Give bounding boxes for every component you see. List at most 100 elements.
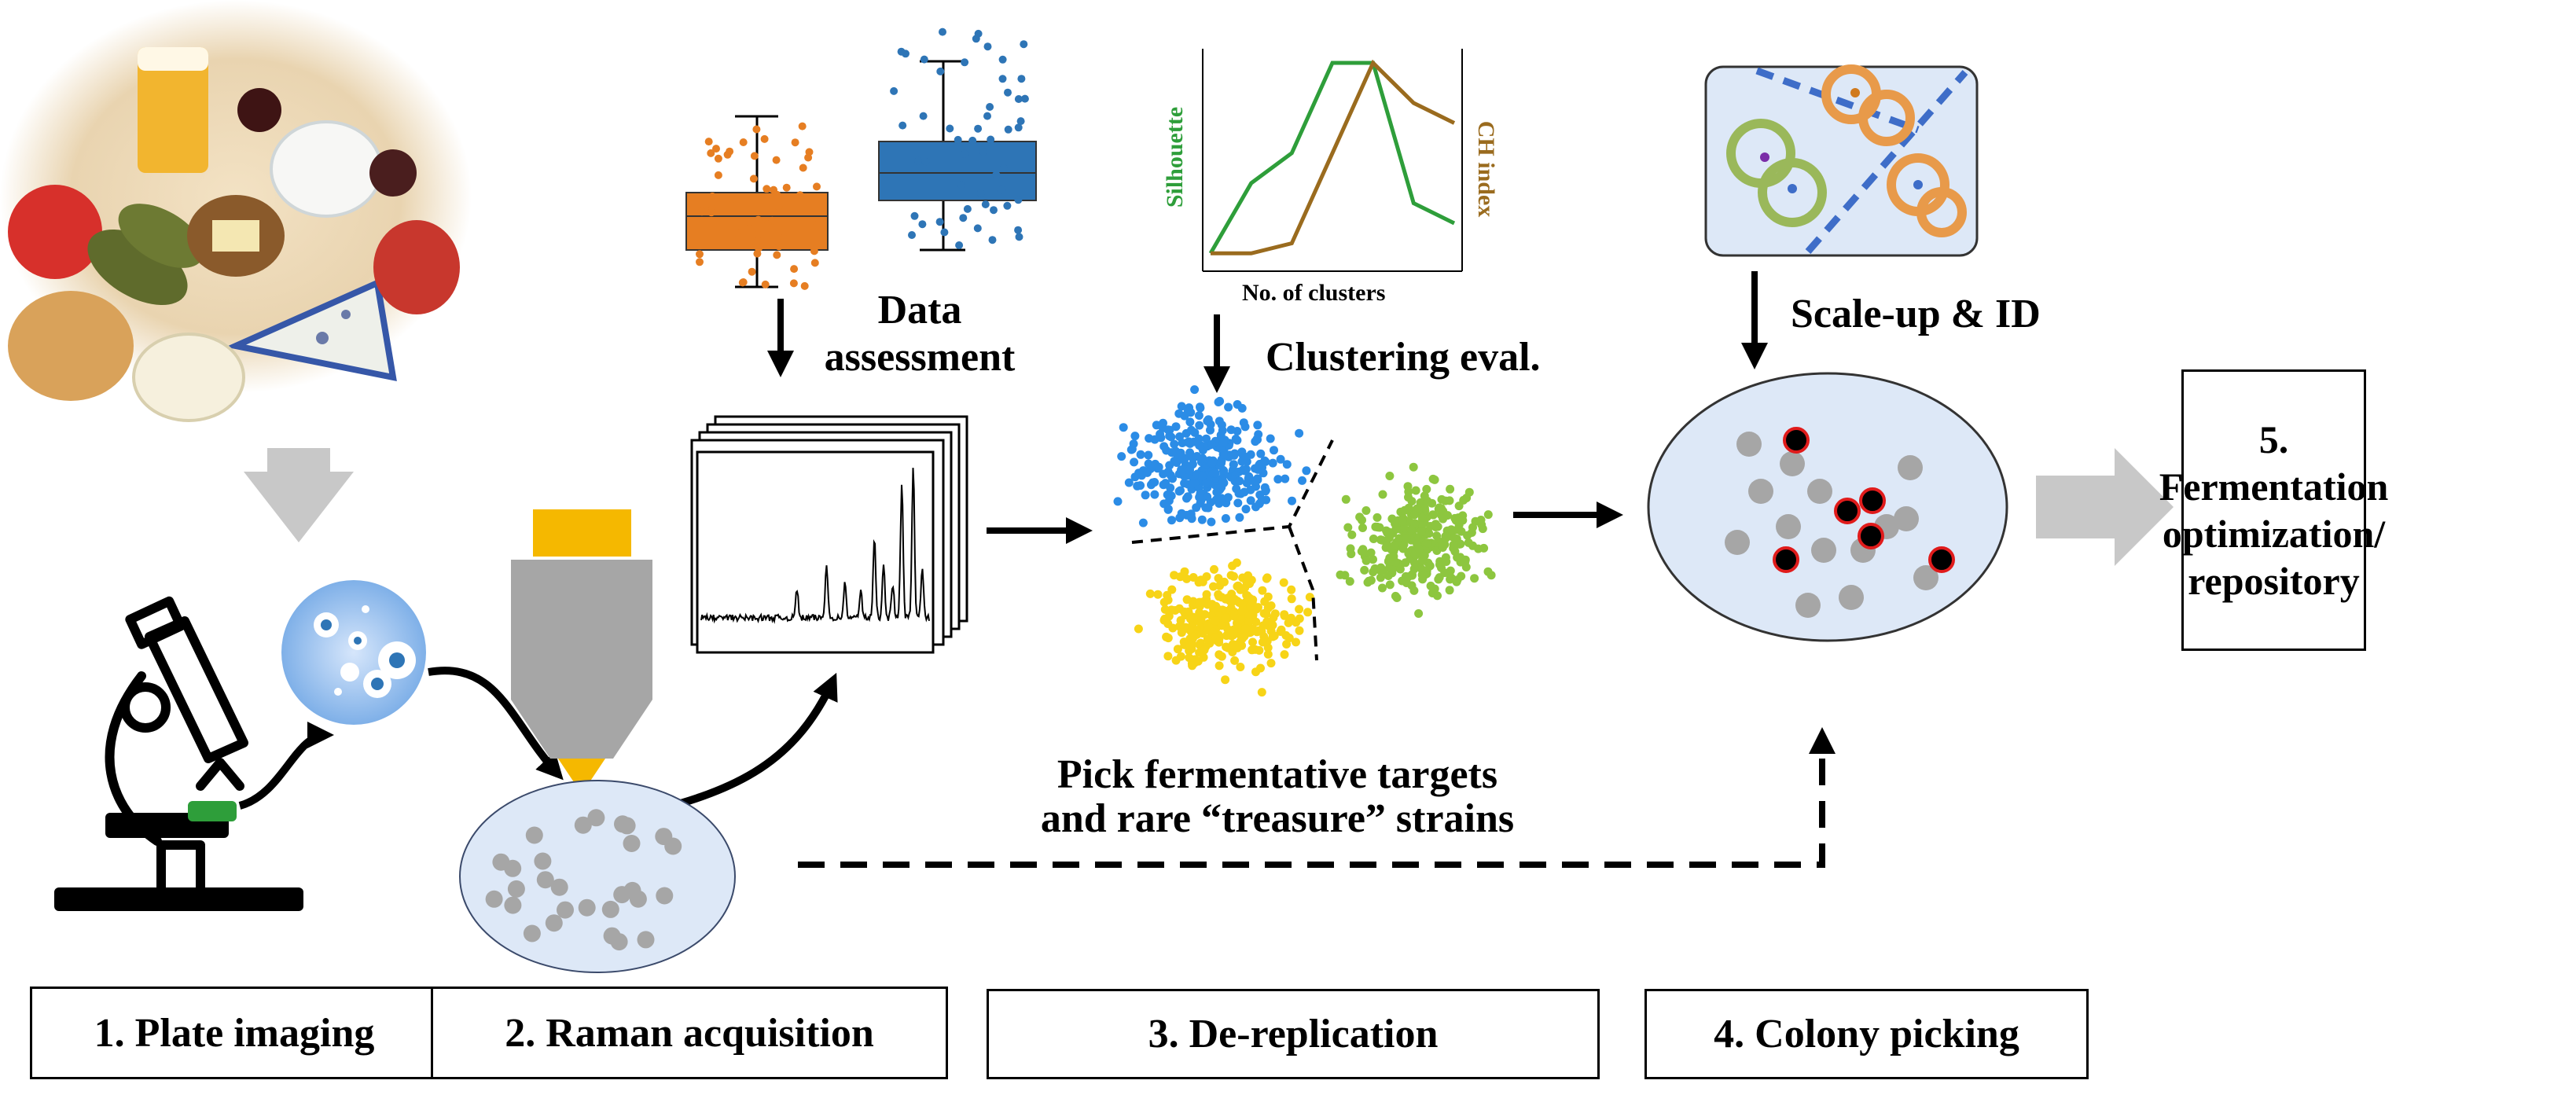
cluster-blue-point [1194, 434, 1203, 443]
cluster-blue-point [1207, 458, 1217, 468]
orange-data-point [790, 265, 799, 274]
cluster-green-point [1384, 527, 1394, 537]
cluster-blue-point [1251, 437, 1260, 446]
cluster-blue-point [1260, 483, 1270, 492]
orange-data-point [810, 259, 819, 267]
cluster-blue-point [1215, 499, 1224, 508]
tomato-icon [8, 185, 102, 279]
cluster-green-point [1347, 549, 1356, 559]
cluster-yellow-point [1184, 607, 1193, 616]
cheese-icon [225, 278, 397, 382]
cluster-green-point [1409, 586, 1419, 595]
cluster-blue-point [1207, 439, 1217, 449]
cluster-yellow-point [1233, 582, 1242, 591]
dish-colony [534, 852, 552, 870]
dish-colony [574, 816, 592, 834]
cluster-yellow-point [1280, 650, 1289, 660]
cluster-green-point [1410, 519, 1420, 528]
cluster-green-point [1414, 545, 1424, 554]
cluster-green-point [1457, 571, 1466, 581]
cluster-green-point [1474, 544, 1483, 553]
cluster-yellow-point [1266, 659, 1276, 668]
blue-data-point [986, 103, 994, 111]
cluster-blue-point [1136, 481, 1145, 491]
orange-data-point [799, 164, 807, 172]
orange-data-point [763, 185, 771, 193]
cluster-yellow-point [1176, 652, 1185, 661]
gray-colony [1725, 530, 1750, 555]
blue-data-point [974, 124, 983, 133]
blue-data-point [902, 50, 910, 58]
step2-label: 2. Raman acquisition [505, 1010, 874, 1056]
clustering-eval-label: Clustering eval. [1266, 335, 1541, 380]
cluster-yellow-point [1254, 603, 1262, 612]
orange-data-point [753, 249, 762, 258]
cluster-green-point [1384, 571, 1393, 580]
cluster-blue-point [1163, 425, 1173, 435]
blue-data-point [890, 86, 898, 95]
orange-data-point [782, 183, 791, 192]
cluster-blue-point [1188, 480, 1197, 489]
orange-data-point [773, 251, 781, 259]
blue-data-point [1003, 201, 1012, 210]
cluster-yellow-point [1263, 603, 1273, 612]
cluster-green-point [1411, 486, 1420, 495]
cluster-green-point [1399, 524, 1409, 533]
cluster-yellow-point [1159, 597, 1169, 607]
blue-data-point [914, 156, 922, 165]
target-colony [1928, 546, 1955, 573]
cluster-green-point [1458, 516, 1468, 525]
food-collage-image [0, 0, 472, 422]
cluster-green-point [1440, 568, 1450, 578]
gray-colony [1748, 479, 1773, 504]
blue-data-point [963, 204, 972, 213]
cluster-blue-point [1150, 435, 1159, 444]
cluster-yellow-point [1187, 645, 1196, 653]
cluster-blue-point [1226, 425, 1236, 435]
cluster-yellow-point [1229, 571, 1238, 581]
cluster-blue-point [1218, 438, 1228, 447]
raman-sample-dish [459, 780, 736, 973]
cluster-blue-point [1174, 487, 1184, 496]
cluster-blue-point [1230, 449, 1240, 458]
blue-data-point [957, 181, 966, 189]
cluster-blue-point [1241, 453, 1251, 461]
blue-data-point [946, 124, 954, 133]
orange-data-point [745, 218, 754, 226]
cluster-blue-point [1202, 434, 1211, 443]
blue-data-point [998, 75, 1007, 83]
dish-colony [629, 890, 647, 908]
cluster-green-point [1446, 484, 1455, 494]
cluster-blue-point [1198, 454, 1207, 463]
cluster-green-point [1426, 581, 1435, 590]
cluster-green-point [1366, 575, 1376, 585]
cluster-green-point [1385, 472, 1395, 480]
step5-line3: repository [2188, 559, 2360, 603]
blue-data-point [940, 228, 949, 237]
blue-data-point [954, 135, 962, 144]
cluster-blue-point [1270, 446, 1278, 455]
cluster-green-point [1373, 522, 1382, 531]
cluster-blue-point [1154, 462, 1163, 472]
dashed-feedback-arrow [798, 727, 1836, 868]
cluster-yellow-point [1203, 622, 1211, 631]
cluster-blue-point [1260, 456, 1270, 465]
orange-data-point [805, 148, 814, 156]
dish-colony [610, 933, 628, 951]
cluster-yellow-point [1248, 597, 1257, 607]
dish-colony [587, 809, 605, 827]
target-colony [1783, 427, 1810, 454]
data-assessment-line1: Data [877, 288, 962, 333]
cluster-blue-point [1198, 472, 1207, 481]
cluster-green-point [1409, 510, 1419, 520]
cluster-yellow-point [1228, 561, 1237, 571]
cluster-blue-point [1150, 490, 1159, 499]
cluster-green-point [1369, 555, 1377, 564]
target-colony [1859, 487, 1886, 514]
cluster-blue-point [1167, 516, 1176, 525]
orange-data-point [697, 208, 706, 216]
dish-colony [523, 924, 541, 942]
cluster-blue-point [1231, 434, 1240, 443]
blue-data-point [908, 231, 916, 239]
cluster-green-point [1420, 551, 1428, 560]
